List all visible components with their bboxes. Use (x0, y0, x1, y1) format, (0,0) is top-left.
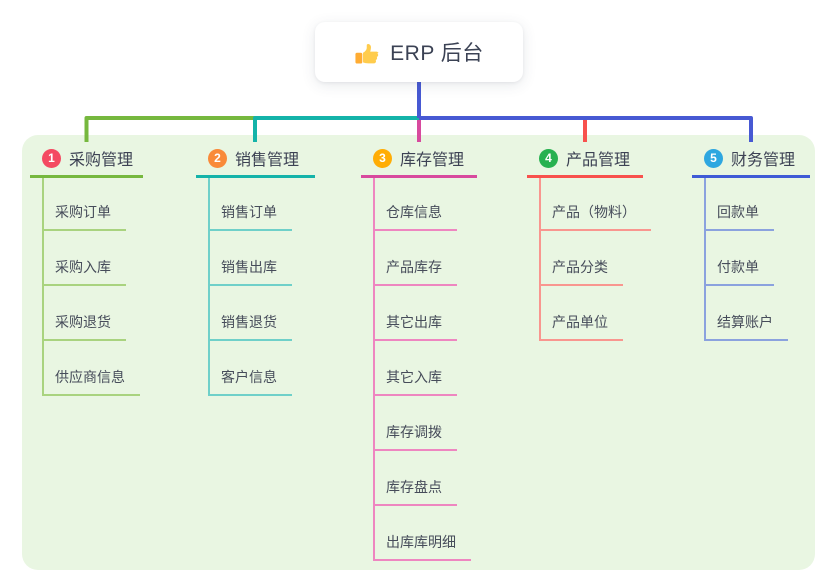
child-node[interactable]: 客户信息 (208, 368, 292, 396)
branch-finance-header[interactable]: 5 财务管理 (692, 146, 810, 178)
thumbs-up-icon (354, 39, 380, 65)
branch-label: 库存管理 (400, 152, 465, 169)
branch-purchase-header[interactable]: 1 采购管理 (30, 146, 143, 178)
branch-label: 财务管理 (731, 152, 796, 169)
child-node[interactable]: 其它入库 (373, 368, 457, 396)
branch-label: 销售管理 (235, 152, 300, 169)
branch-trunk-line (539, 178, 541, 341)
branch-badge: 3 (373, 148, 392, 168)
child-node[interactable]: 库存盘点 (373, 478, 457, 506)
branch-badge: 4 (539, 148, 558, 168)
branch-purchase: 1 采购管理 采购订单 采购入库 采购退货 供应商信息 (30, 146, 143, 396)
branch-sales: 2 销售管理 销售订单 销售出库 销售退货 客户信息 (196, 146, 315, 396)
branch-badge: 1 (42, 148, 61, 168)
child-node[interactable]: 供应商信息 (42, 368, 140, 396)
child-node[interactable]: 产品（物料） (539, 203, 651, 231)
root-title: ERP 后台 (390, 42, 484, 65)
branch-label: 产品管理 (566, 152, 631, 169)
branches-panel (22, 135, 815, 570)
child-node[interactable]: 结算账户 (704, 313, 788, 341)
child-node[interactable]: 回款单 (704, 203, 774, 231)
child-node[interactable]: 出库库明细 (373, 533, 471, 561)
root-node[interactable]: ERP 后台 (315, 22, 523, 82)
child-node[interactable]: 产品单位 (539, 313, 623, 341)
child-node[interactable]: 采购退货 (42, 313, 126, 341)
child-node[interactable]: 销售出库 (208, 258, 292, 286)
branch-trunk-line (42, 178, 44, 396)
child-node[interactable]: 销售退货 (208, 313, 292, 341)
branch-inventory-header[interactable]: 3 库存管理 (361, 146, 477, 178)
branch-inventory: 3 库存管理 仓库信息 产品库存 其它出库 其它入库 库存调拨 库存盘点 出库库… (361, 146, 477, 561)
branch-product-header[interactable]: 4 产品管理 (527, 146, 643, 178)
child-node[interactable]: 其它出库 (373, 313, 457, 341)
branch-sales-header[interactable]: 2 销售管理 (196, 146, 315, 178)
branch-trunk-line (704, 178, 706, 341)
child-node[interactable]: 产品分类 (539, 258, 623, 286)
child-node[interactable]: 付款单 (704, 258, 774, 286)
child-node[interactable]: 采购订单 (42, 203, 126, 231)
child-node[interactable]: 采购入库 (42, 258, 126, 286)
branch-finance: 5 财务管理 回款单 付款单 结算账户 (692, 146, 810, 341)
child-node[interactable]: 仓库信息 (373, 203, 457, 231)
branch-product: 4 产品管理 产品（物料） 产品分类 产品单位 (527, 146, 651, 341)
child-node[interactable]: 库存调拨 (373, 423, 457, 451)
branch-badge: 5 (704, 148, 723, 168)
child-node[interactable]: 产品库存 (373, 258, 457, 286)
branch-label: 采购管理 (69, 152, 134, 169)
branch-badge: 2 (208, 148, 227, 168)
child-node[interactable]: 销售订单 (208, 203, 292, 231)
branch-trunk-line (373, 178, 375, 561)
branch-trunk-line (208, 178, 210, 396)
